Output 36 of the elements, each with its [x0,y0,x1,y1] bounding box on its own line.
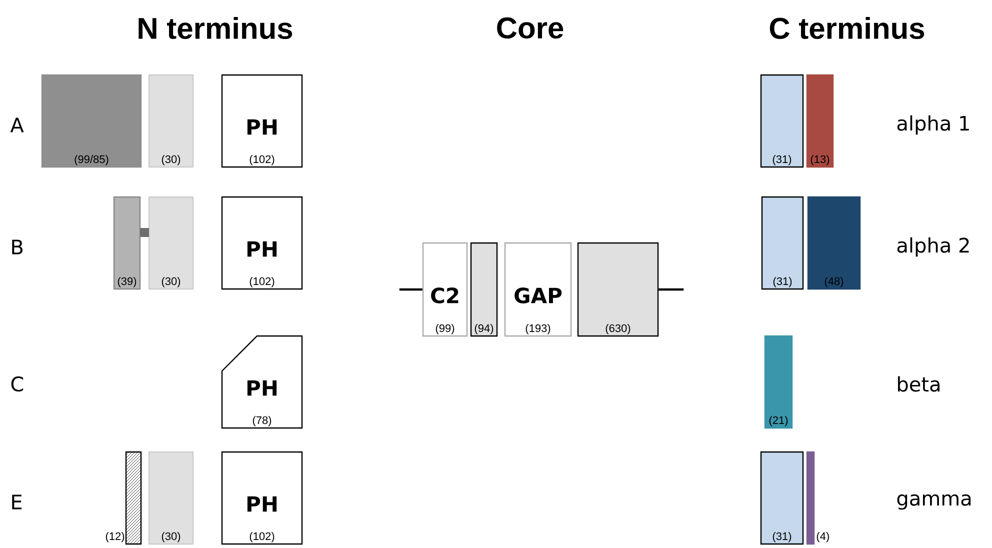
domain-box: (31) [761,196,804,290]
backbone-line [658,288,684,291]
domain-box: (99/85) [41,74,142,168]
isoform-name: beta [898,376,940,392]
domain-box: (13) [806,74,834,168]
domain-box: (48) [807,196,861,290]
domain-box: PH (102) [221,196,303,290]
column-heading: Core [497,17,564,39]
domain-box: (30) [148,451,194,545]
node-label: (4) [816,532,829,542]
isoform-name: alpha 2 [897,237,969,257]
domain-box: PH (102) [221,74,303,168]
domain-box: (39) [113,196,141,290]
isoform-name: gamma [897,494,971,510]
domain-box: (94) [470,242,498,337]
domain-box: (4) [806,451,829,545]
domain-box: (630) [577,242,659,337]
domain-box: (12) [106,451,142,545]
domain-box: C2 (99) [422,242,468,337]
column-heading: N terminus [138,16,292,40]
domain-box: GAP (193) [504,242,572,337]
domain-box: PH (78) [221,335,303,429]
isoform-name: alpha 1 [897,115,969,135]
domain-box: (30) [148,74,194,168]
domain-box: PH (102) [221,451,303,545]
domain-box: (31) [760,451,804,545]
column-heading: C terminus [770,16,924,40]
domain-box: (21) [764,335,793,429]
node-label: (12) [106,532,124,542]
domain-box: (30) [148,196,194,290]
row-letter: E [12,494,22,510]
row-letter: A [10,118,24,132]
backbone-line [399,288,422,291]
row-letter: C [11,376,24,392]
domain-box: (31) [760,74,804,168]
row-letter: B [12,240,22,254]
